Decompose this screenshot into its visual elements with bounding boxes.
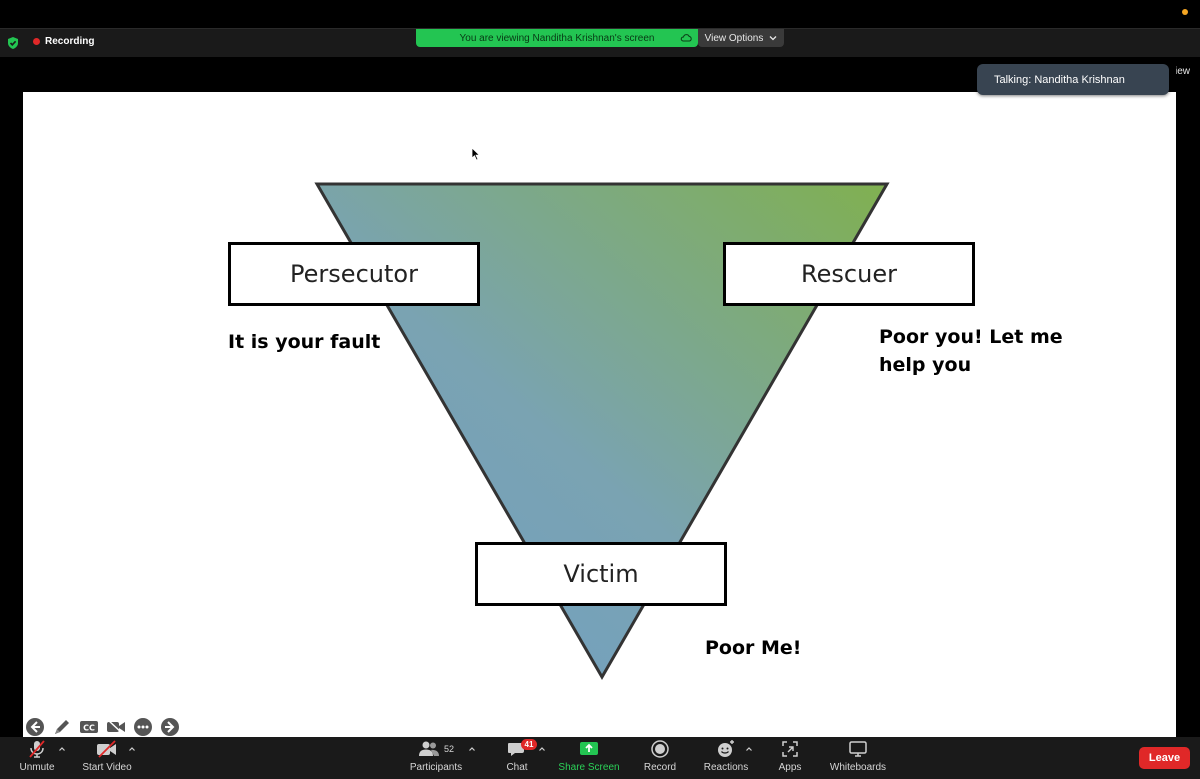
persecutor-caption: It is your fault <box>228 331 381 353</box>
record-button[interactable]: Record <box>641 737 679 779</box>
video-off-icon[interactable] <box>105 716 127 738</box>
microphone-muted-icon <box>29 740 45 758</box>
whiteboards-button[interactable]: Whiteboards <box>826 737 890 779</box>
participants-icon <box>418 741 439 756</box>
pen-icon[interactable] <box>51 716 73 738</box>
chat-label: Chat <box>506 762 528 773</box>
share-screen-icon <box>580 742 598 755</box>
recording-label: Recording <box>45 36 95 47</box>
persecutor-label: Persecutor <box>290 260 418 288</box>
rescuer-caption: Poor you! Let me help you <box>879 323 1063 379</box>
chat-unread-badge: 41 <box>521 739 537 750</box>
victim-box: Victim <box>475 542 727 606</box>
record-label: Record <box>643 762 677 773</box>
share-screen-label: Share Screen <box>558 762 620 773</box>
talking-label: Talking: Nanditha Krishnan <box>994 73 1125 86</box>
rescuer-caption-line1: Poor you! Let me <box>879 326 1063 348</box>
shared-slide <box>23 92 1176 737</box>
chevron-down-icon <box>769 36 777 41</box>
view-options-label: View Options <box>704 32 764 44</box>
apps-button[interactable]: Apps <box>776 737 804 779</box>
victim-caption: Poor Me! <box>705 637 802 659</box>
rescuer-label: Rescuer <box>801 260 897 288</box>
video-camera-off-icon <box>97 740 116 758</box>
shield-icon[interactable] <box>6 36 20 50</box>
chat-caret-icon[interactable] <box>538 745 546 753</box>
start-video-label: Start Video <box>82 762 132 773</box>
cloud-icon <box>680 34 692 42</box>
apps-icon <box>782 741 798 757</box>
record-icon <box>651 740 669 758</box>
meeting-toolbar: Unmute Start Video 52 Participants <box>0 737 1200 779</box>
view-options-button[interactable]: View Options <box>698 29 784 47</box>
svg-text:CC: CC <box>83 724 95 733</box>
viewing-screen-banner: You are viewing Nanditha Krishnan's scre… <box>416 29 698 47</box>
audio-options-caret-icon[interactable] <box>58 745 66 753</box>
recording-dot-icon <box>33 38 40 45</box>
slideshow-controls: CC <box>24 716 181 738</box>
rescuer-caption-line2: help you <box>879 354 972 376</box>
apps-label: Apps <box>778 762 802 773</box>
inverted-triangle <box>314 182 890 680</box>
participants-button[interactable]: 52 Participants <box>405 737 467 779</box>
unmute-button[interactable]: Unmute <box>16 737 58 779</box>
closed-caption-icon[interactable]: CC <box>78 716 100 738</box>
leave-button[interactable]: Leave <box>1139 747 1190 769</box>
persecutor-box: Persecutor <box>228 242 480 306</box>
whiteboards-label: Whiteboards <box>829 762 887 773</box>
system-top-strip <box>0 0 1200 29</box>
reactions-caret-icon[interactable] <box>745 745 753 753</box>
video-options-caret-icon[interactable] <box>128 745 136 753</box>
more-options-icon[interactable] <box>132 716 154 738</box>
viewing-banner-text: You are viewing Nanditha Krishnan's scre… <box>459 32 655 44</box>
previous-arrow-icon[interactable] <box>24 716 46 738</box>
smiley-icon <box>718 740 734 757</box>
start-video-button[interactable]: Start Video <box>80 737 134 779</box>
chat-button[interactable]: 41 Chat <box>503 737 537 779</box>
view-label: View <box>1168 66 1191 77</box>
whiteboard-icon <box>849 741 867 757</box>
talking-notification: Talking: Nanditha Krishnan <box>977 64 1169 95</box>
mouse-cursor-icon <box>471 147 481 161</box>
victim-label: Victim <box>563 560 639 588</box>
reactions-label: Reactions <box>703 762 749 773</box>
reactions-button[interactable]: Reactions <box>700 737 752 779</box>
participants-count: 52 <box>443 744 454 754</box>
next-arrow-icon[interactable] <box>159 716 181 738</box>
drama-triangle-diagram <box>314 182 890 680</box>
chat-bubble-icon <box>508 743 524 756</box>
participants-label: Participants <box>409 762 463 773</box>
rescuer-box: Rescuer <box>723 242 975 306</box>
unmute-label: Unmute <box>19 762 55 773</box>
status-dot-icon <box>1182 9 1188 15</box>
share-screen-button[interactable]: Share Screen <box>556 737 622 779</box>
participants-caret-icon[interactable] <box>468 745 476 753</box>
recording-indicator[interactable]: Recording <box>33 36 94 47</box>
